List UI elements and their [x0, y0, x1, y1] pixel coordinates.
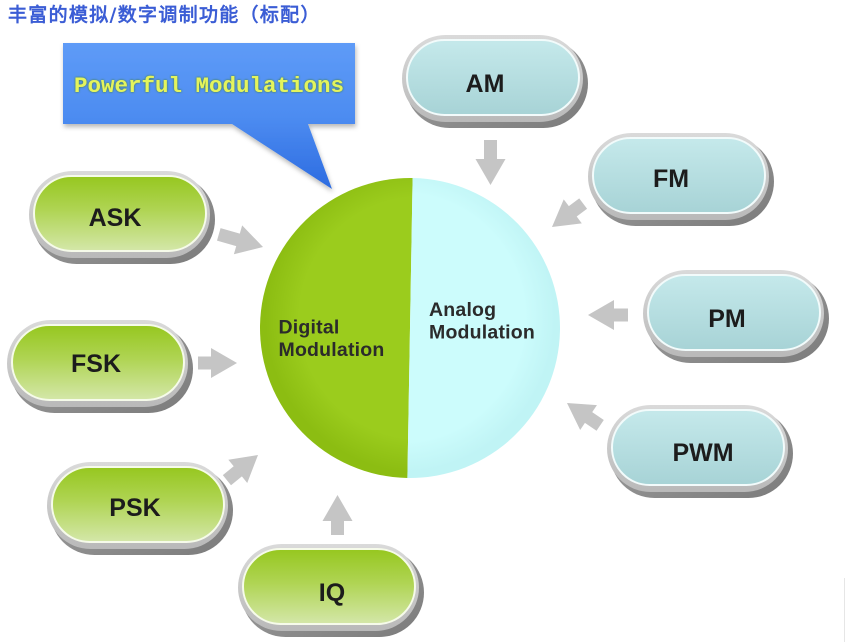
am-to-circle-arrow-icon	[475, 140, 506, 185]
pill-face	[406, 39, 580, 116]
psk-to-circle-arrow-icon	[222, 455, 258, 486]
speech-bubble-icon	[63, 43, 355, 189]
digital-modulation-label: Digital Modulation	[279, 317, 385, 362]
iq-to-circle-arrow-icon	[322, 495, 353, 535]
modulation-pill-am: AM	[402, 35, 588, 128]
modulation-pill-fm: FM	[588, 133, 774, 226]
pill-label: FSK	[71, 350, 121, 378]
ask-to-circle-arrow-icon	[216, 225, 263, 255]
analog-label-line2: Modulation	[429, 322, 535, 344]
fsk-to-circle-arrow-icon	[198, 348, 237, 378]
pill-face	[51, 466, 225, 543]
analog-modulation-label: Analog Modulation	[429, 299, 535, 344]
pill-face	[242, 548, 416, 625]
pwm-to-circle-arrow-icon	[567, 403, 604, 431]
modulation-pill-iq: IQ	[238, 544, 424, 637]
modulation-circle	[260, 178, 560, 478]
pill-label: FM	[653, 165, 689, 193]
fm-to-circle-arrow-icon	[552, 198, 588, 227]
pill-face	[592, 137, 766, 214]
digital-modulation-half	[260, 178, 413, 478]
modulation-pill-psk: PSK	[47, 462, 233, 555]
pm-to-circle-arrow-icon	[588, 300, 628, 330]
pill-label: AM	[466, 70, 505, 98]
modulation-pill-pm: PM	[643, 270, 829, 363]
pill-face	[647, 274, 821, 351]
pill-label: PSK	[109, 494, 160, 522]
pill-label: ASK	[89, 204, 142, 232]
pill-label: PWM	[672, 439, 733, 467]
pill-face	[11, 324, 185, 401]
analog-label-line1: Analog	[429, 299, 496, 321]
page-title: 丰富的模拟/数字调制功能（标配）	[8, 4, 321, 26]
modulation-pill-pwm: PWM	[607, 405, 793, 498]
callout-text: Powerful Modulations	[74, 73, 344, 99]
pill-face	[611, 409, 785, 486]
modulation-pill-fsk: FSK	[7, 320, 193, 413]
modulation-pill-ask: ASK	[29, 171, 215, 264]
pill-label: IQ	[319, 579, 345, 607]
pill-label: PM	[708, 305, 746, 333]
digital-label-line2: Modulation	[279, 339, 385, 361]
callout-bubble	[63, 43, 355, 189]
analog-modulation-half	[407, 178, 560, 478]
digital-label-line1: Digital	[279, 317, 340, 339]
pill-face	[33, 175, 207, 252]
